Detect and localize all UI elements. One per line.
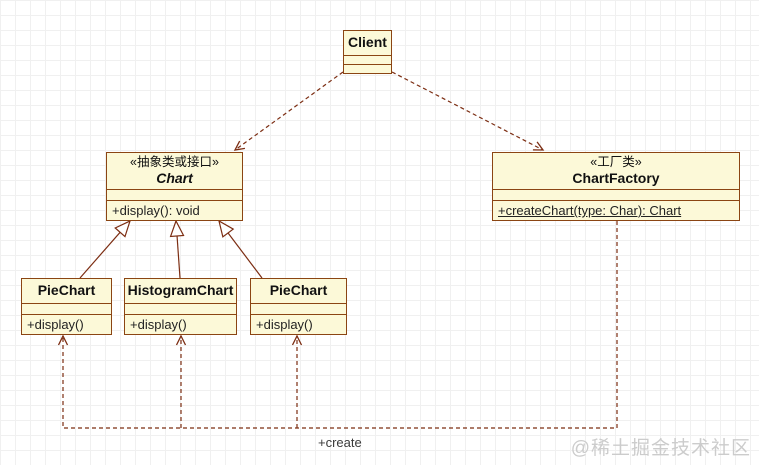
class-pie-chart-1[interactable]: PieChart +display() — [21, 278, 112, 335]
methods-compartment: +display() — [22, 314, 111, 334]
title-compartment: «工厂类»ChartFactory — [493, 153, 739, 189]
method-label: +createChart(type: Char): Chart — [498, 203, 682, 218]
stereotype-label: «工厂类» — [590, 154, 642, 169]
edge-label-create: +create — [318, 435, 362, 450]
class-chart[interactable]: «抽象类或接口»Chart +display(): void — [106, 152, 243, 221]
class-pie-chart-2[interactable]: PieChart +display() — [250, 278, 347, 335]
class-name: PieChart — [269, 282, 328, 299]
methods-compartment: +display() — [251, 314, 346, 334]
attributes-compartment — [493, 189, 739, 200]
class-name: Chart — [156, 170, 193, 187]
class-client[interactable]: Client — [343, 30, 392, 74]
attributes-compartment — [22, 303, 111, 314]
class-histogram-chart[interactable]: HistogramChart +display() — [124, 278, 237, 335]
stereotype-label: «抽象类或接口» — [130, 154, 219, 169]
attributes-compartment — [251, 303, 346, 314]
attributes-compartment — [344, 55, 391, 64]
edge-client-uses-chart — [233, 71, 344, 151]
method-label: +display() — [256, 317, 313, 332]
methods-compartment: +createChart(type: Char): Chart — [493, 200, 739, 220]
class-chart-factory[interactable]: «工厂类»ChartFactory +createChart(type: Char… — [492, 152, 740, 221]
class-name: HistogramChart — [127, 282, 234, 299]
title-compartment: HistogramChart — [125, 279, 236, 303]
edge-piechart1-extends-chart — [79, 221, 130, 279]
watermark: @稀土掘金技术社区 — [570, 438, 751, 459]
class-name: ChartFactory — [572, 170, 660, 187]
edge-histogram-extends-chart — [176, 221, 180, 279]
edge-piechart2-extends-chart — [219, 221, 263, 279]
attributes-compartment — [125, 303, 236, 314]
method-label: +display() — [27, 317, 84, 332]
method-label: +display(): void — [112, 203, 200, 218]
methods-compartment — [344, 64, 391, 73]
edge-factory-creates-piechart1 — [57, 221, 618, 429]
class-name: Client — [348, 34, 387, 51]
attributes-compartment — [107, 189, 242, 200]
methods-compartment: +display() — [125, 314, 236, 334]
methods-compartment: +display(): void — [107, 200, 242, 220]
class-name: PieChart — [37, 282, 96, 299]
title-compartment: PieChart — [22, 279, 111, 303]
title-compartment: «抽象类或接口»Chart — [107, 153, 242, 189]
method-label: +display() — [130, 317, 187, 332]
edge-client-uses-chartfactory — [391, 71, 545, 151]
title-compartment: PieChart — [251, 279, 346, 303]
title-compartment: Client — [344, 31, 391, 55]
